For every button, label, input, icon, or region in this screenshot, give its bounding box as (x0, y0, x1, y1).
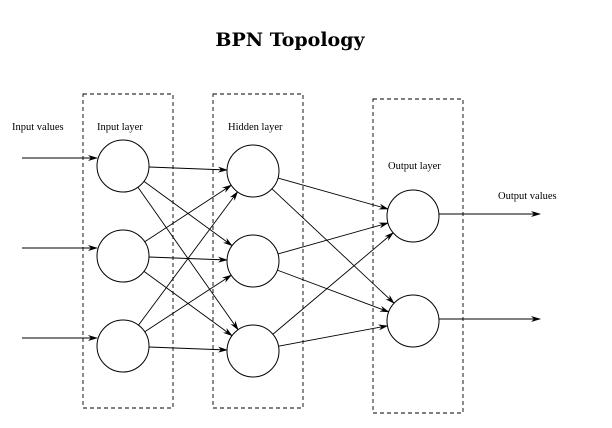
edge-hidden3-output2 (278, 324, 389, 347)
hidden-neuron-3 (226, 324, 280, 378)
neurons (96, 139, 440, 378)
edge-hidden1-output1 (277, 177, 389, 210)
edge-hidden2-output1 (277, 222, 389, 255)
edge-input3-hidden3 (148, 346, 229, 353)
output-layer-label: Output layer (388, 161, 441, 172)
edge-input2-hidden1 (144, 184, 233, 243)
hidden-layer-box (212, 93, 304, 409)
output-layer-box (372, 98, 464, 414)
output-neuron-2 (386, 294, 440, 348)
input-layer-box (82, 93, 174, 409)
hidden-neuron-1 (226, 144, 280, 198)
edge-input1-hidden1 (148, 166, 229, 173)
edge-input3-hidden1 (138, 191, 239, 326)
edge-hidden2-output2 (277, 269, 390, 313)
edge-hidden1-output2 (271, 188, 395, 304)
input-neuron-3 (96, 319, 150, 373)
connections (22, 155, 541, 353)
diagram-title: BPN Topology (215, 29, 365, 51)
input-layer-label: Input layer (97, 122, 143, 133)
input-neuron-1 (96, 139, 150, 193)
edge-hidden3-output1 (272, 232, 394, 335)
input-neuron-2 (96, 229, 150, 283)
output-values-label: Output values (498, 191, 557, 202)
edge-input3-hidden2 (144, 274, 233, 333)
hidden-layer-label: Hidden layer (228, 122, 283, 133)
output-neuron-1 (386, 189, 440, 243)
hidden-neuron-2 (226, 234, 280, 288)
input-values-label: Input values (12, 122, 64, 133)
